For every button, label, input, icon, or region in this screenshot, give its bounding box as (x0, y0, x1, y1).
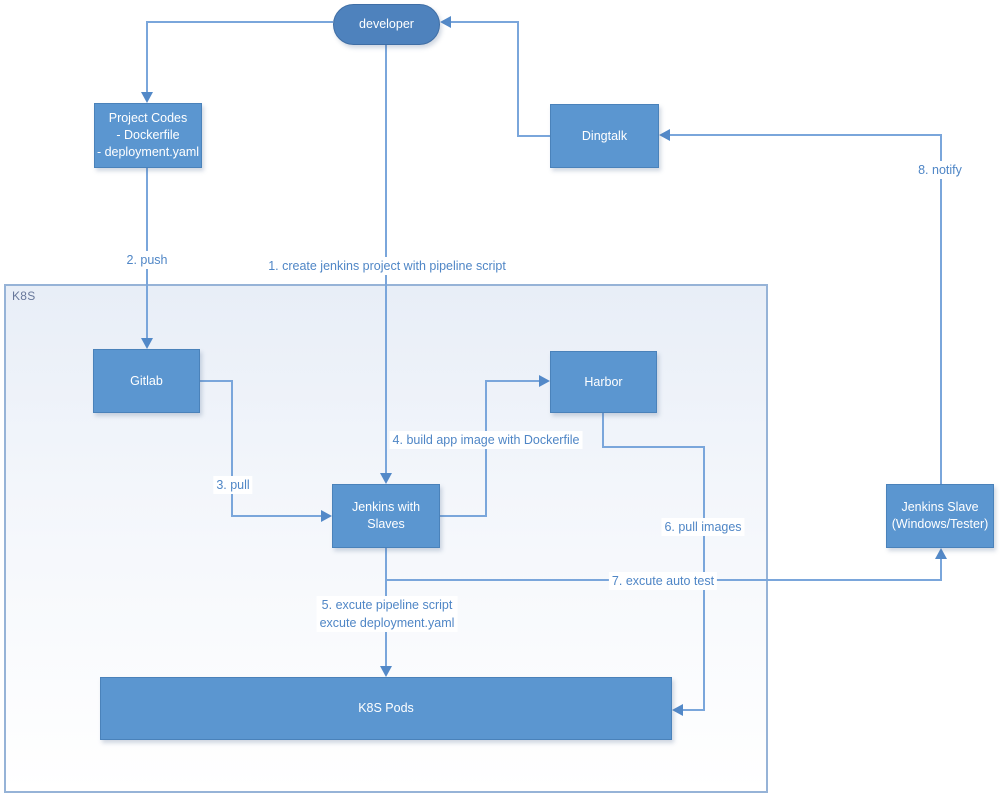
edge-dingtalk-to-dev-hseg1 (518, 135, 550, 137)
edge-6-hseg1 (602, 446, 705, 448)
edge-label-2: 2. push (123, 251, 171, 270)
arrowhead-into-projectcodes (141, 92, 153, 103)
node-harbor[interactable]: Harbor (550, 351, 657, 413)
arrowhead-into-k8spods-top (380, 666, 392, 677)
k8s-container-label: K8S (12, 289, 36, 303)
edge-label-5: 5. excute pipeline script excute deployme… (316, 596, 458, 633)
edge-3-vseg (231, 380, 233, 516)
edge-label-5-line1: 5. excute pipeline script (321, 598, 453, 612)
edge-label-7: 7. excute auto test (608, 572, 718, 591)
node-project-codes[interactable]: Project Codes - Dockerfile - deployment.… (94, 103, 202, 168)
arrowhead-into-jenkinsslave-bottom (935, 548, 947, 559)
arrowhead-into-gitlab (141, 338, 153, 349)
node-dingtalk-label: Dingtalk (581, 128, 628, 143)
edge-3-hseg1 (200, 380, 233, 382)
edge-6-vseg1 (602, 413, 604, 447)
edge-dev-to-projectcodes-hseg (147, 21, 333, 23)
edge-label-1: 1. create jenkins project with pipeline … (265, 257, 509, 276)
arrowhead-into-jenkins-top (380, 473, 392, 484)
edge-label-8: 8. notify (915, 161, 965, 180)
edge-dingtalk-to-dev-hseg2 (451, 21, 519, 23)
node-jenkins-slave-line2: (Windows/Tester) (891, 517, 989, 531)
edge-label-3: 3. pull (213, 476, 253, 495)
edge-label-4: 4. build app image with Dockerfile (389, 431, 583, 450)
node-gitlab[interactable]: Gitlab (93, 349, 200, 413)
arrowhead-into-harbor (539, 375, 550, 387)
node-project-codes-line2: - Dockerfile (116, 128, 180, 143)
edge-4-hseg1 (440, 515, 487, 517)
edge-7-vseg (940, 559, 942, 581)
node-gitlab-label: Gitlab (130, 373, 163, 388)
arrowhead-into-k8spods-right (672, 704, 683, 716)
node-jenkins-slave[interactable]: Jenkins Slave (Windows/Tester) (886, 484, 994, 548)
node-project-codes-line1: Project Codes (108, 111, 188, 126)
node-harbor-label: Harbor (584, 374, 623, 389)
edge-dev-to-projectcodes-vseg (146, 21, 148, 93)
node-k8s-pods-label: K8S Pods (358, 701, 414, 716)
edge-3-hseg2 (231, 515, 321, 517)
arrowhead-into-dingtalk (659, 129, 670, 141)
node-jenkins-slave-line1: Jenkins Slave (901, 500, 979, 515)
edge-dingtalk-to-dev-vseg (517, 21, 519, 137)
node-jenkins-with-slaves-label: Jenkins with Slaves (351, 500, 421, 531)
node-jenkins-with-slaves[interactable]: Jenkins with Slaves (332, 484, 440, 548)
arrowhead-into-developer (440, 16, 451, 28)
edge-label-5-line2: excute deployment.yaml (319, 616, 455, 631)
node-developer[interactable]: developer (333, 4, 440, 45)
edge-4-hseg2 (485, 380, 539, 382)
node-k8s-pods[interactable]: K8S Pods (100, 677, 672, 740)
node-project-codes-line3: - deployment.yaml (96, 144, 200, 159)
node-developer-label: developer (359, 17, 414, 32)
edge-8-hseg (670, 134, 942, 136)
node-dingtalk[interactable]: Dingtalk (550, 104, 659, 168)
edge-6-hseg2 (683, 709, 705, 711)
edge-8-vseg (940, 134, 942, 484)
arrowhead-into-jenkins-left (321, 510, 332, 522)
edge-label-6: 6. pull images (661, 518, 745, 537)
